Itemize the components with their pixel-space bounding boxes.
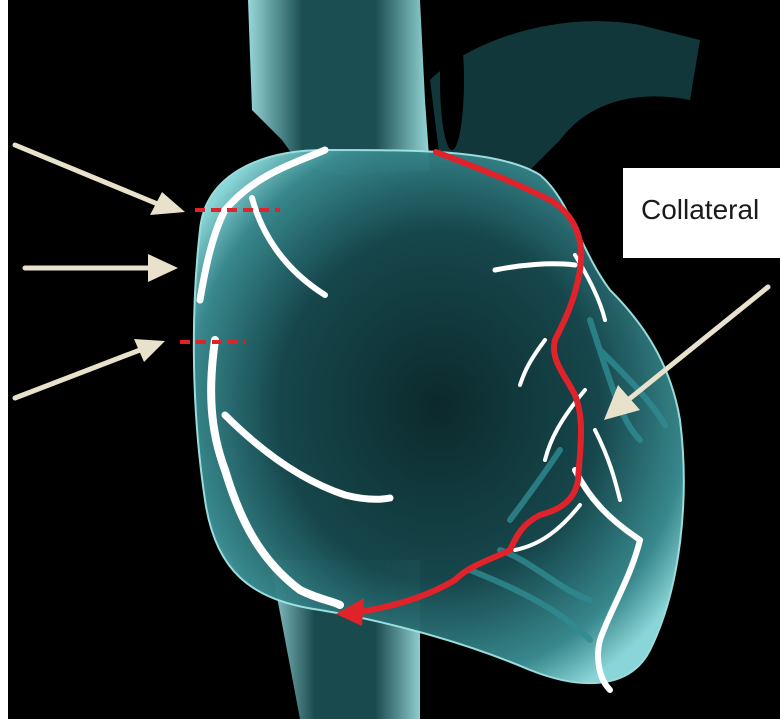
collateral-label: Collateral [641,194,759,225]
aortic-opening [440,10,464,150]
collateral-label-box: Collateral [623,168,780,258]
